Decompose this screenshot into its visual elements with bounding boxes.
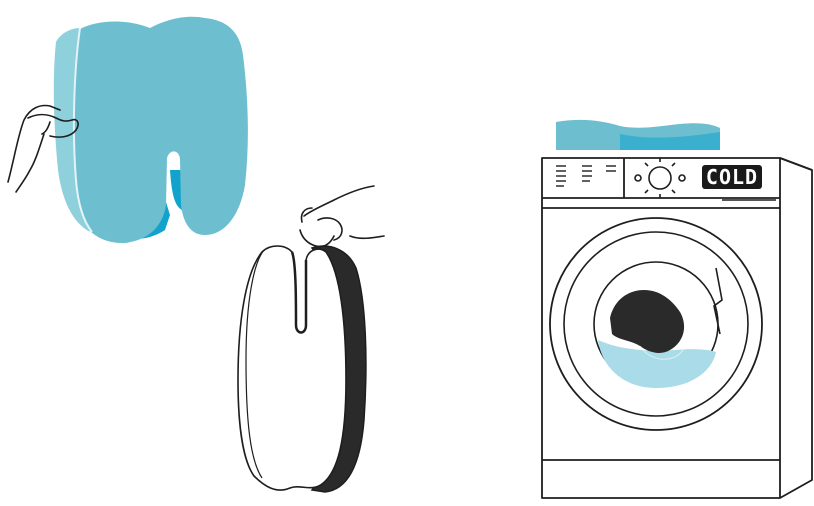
- display-text: COLD: [706, 165, 758, 189]
- hand-icon: [300, 186, 384, 247]
- temperature-display: COLD: [702, 165, 762, 189]
- washer-door: [550, 218, 762, 430]
- cushion-cover-panel: [238, 186, 384, 492]
- cushion-cover-icon: [238, 246, 366, 492]
- foam-cushion-panel: [8, 17, 248, 243]
- seat-cushion-icon: [556, 120, 720, 150]
- seat-cushion-icon: [54, 17, 248, 243]
- washing-machine-panel: COLD: [542, 120, 812, 498]
